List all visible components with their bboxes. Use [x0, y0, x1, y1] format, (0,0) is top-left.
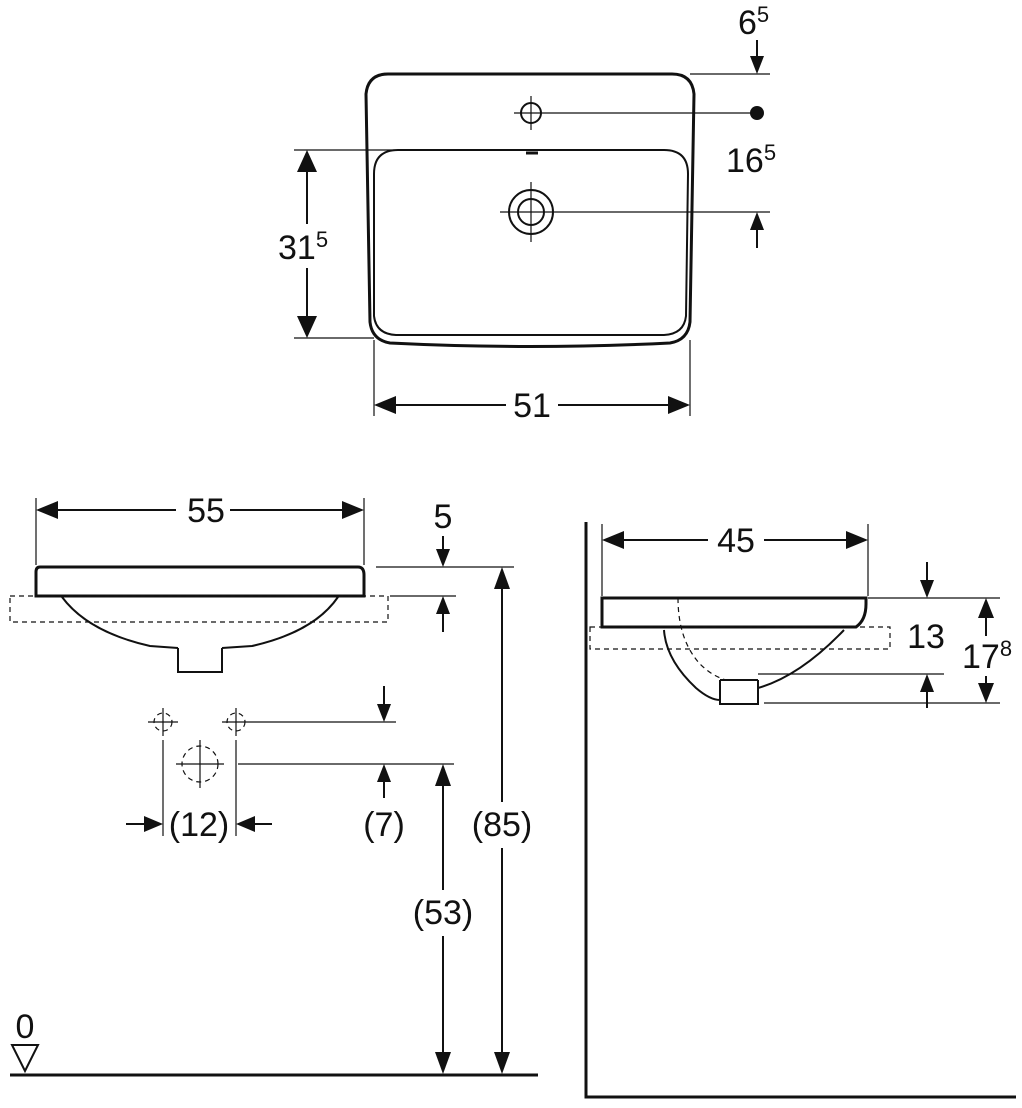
dim-top-width-label: 51	[513, 387, 551, 425]
dim-inner-depth: 13	[907, 562, 945, 708]
dim-outlet-height-label: (53)	[413, 894, 473, 932]
top-view: 65 165 315 51	[272, 2, 776, 425]
front-view-outlet	[177, 648, 223, 673]
dim-tap-spacing-label: (12)	[169, 806, 229, 844]
top-view-bowl-outline	[373, 149, 690, 336]
dim-total-depth-label: 178	[962, 636, 1012, 676]
dim-total-depth: 178	[958, 598, 1018, 703]
tap-position-dot	[750, 106, 764, 120]
floor-level-marker	[10, 1044, 40, 1074]
dim-tap-height: (7)	[363, 686, 405, 844]
side-view: 45 13 178	[584, 520, 1018, 1099]
dim-tap-to-drain-label: 165	[726, 140, 776, 180]
dim-tap-offset: 65	[738, 2, 769, 74]
front-view: 55 5 (12) (7)	[9, 490, 538, 1077]
dim-tap-offset-label: 65	[738, 2, 769, 42]
side-view-countertop	[589, 626, 891, 650]
top-view-tap-hole	[514, 96, 548, 130]
dim-tap-to-drain: 165	[726, 140, 776, 248]
side-view-bowl	[663, 629, 845, 705]
dim-top-width: 51	[374, 387, 690, 425]
dim-total-height-label: (85)	[472, 806, 532, 844]
dim-total-height: (85)	[466, 567, 538, 1074]
side-view-outlet	[719, 679, 759, 704]
front-view-tap-hole-center	[176, 740, 454, 788]
dim-rim-thickness-label: 5	[434, 498, 453, 536]
dim-depth-label: 315	[278, 227, 328, 267]
front-view-tap-hole-right	[222, 708, 396, 736]
side-view-wall	[584, 522, 1016, 1099]
side-view-rim	[600, 596, 868, 629]
dim-front-width-label: 55	[187, 492, 225, 530]
floor-level-label: 0	[16, 1008, 35, 1046]
dim-tap-height-label: (7)	[363, 806, 405, 844]
top-view-basin-outline	[364, 72, 696, 348]
dim-outlet-height: (53)	[408, 764, 478, 1074]
front-view-countertop	[9, 595, 389, 623]
top-view-drain	[500, 182, 562, 242]
dim-inner-depth-label: 13	[907, 618, 945, 656]
dim-rim-thickness: 5	[434, 498, 453, 632]
front-view-rim	[34, 565, 366, 598]
dim-tap-spacing: (12)	[126, 806, 272, 844]
front-view-tap-hole-left	[148, 708, 178, 736]
dim-front-width: 55	[36, 490, 364, 530]
dim-depth: 315	[272, 150, 338, 338]
dim-side-width-label: 45	[717, 522, 755, 560]
dim-side-width: 45	[602, 520, 868, 560]
front-view-bowl	[61, 596, 179, 649]
